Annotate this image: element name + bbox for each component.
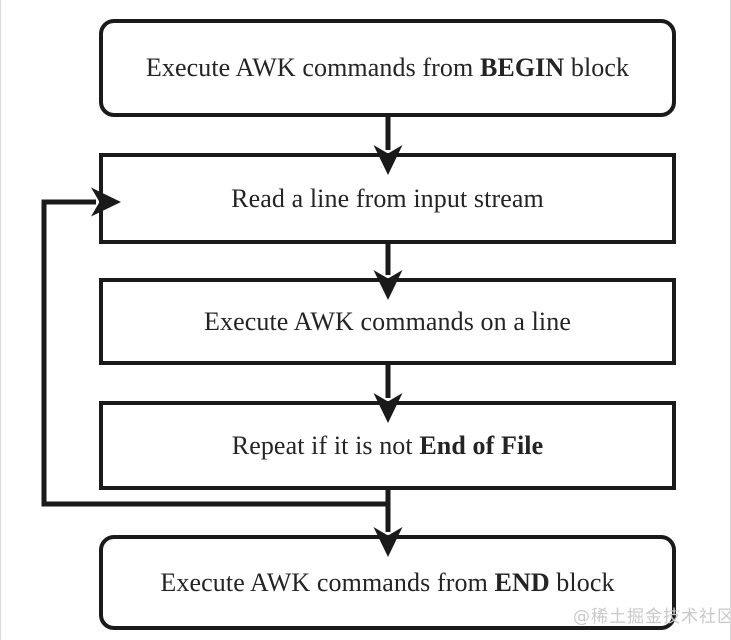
watermark-label: @稀土掘金技术社区 xyxy=(573,607,731,627)
node-shape-execute-on-line xyxy=(99,278,676,365)
node-shape-read-line xyxy=(99,153,676,244)
node-shape-repeat-until-eof xyxy=(99,401,676,490)
node-shape-begin-block xyxy=(99,19,676,117)
